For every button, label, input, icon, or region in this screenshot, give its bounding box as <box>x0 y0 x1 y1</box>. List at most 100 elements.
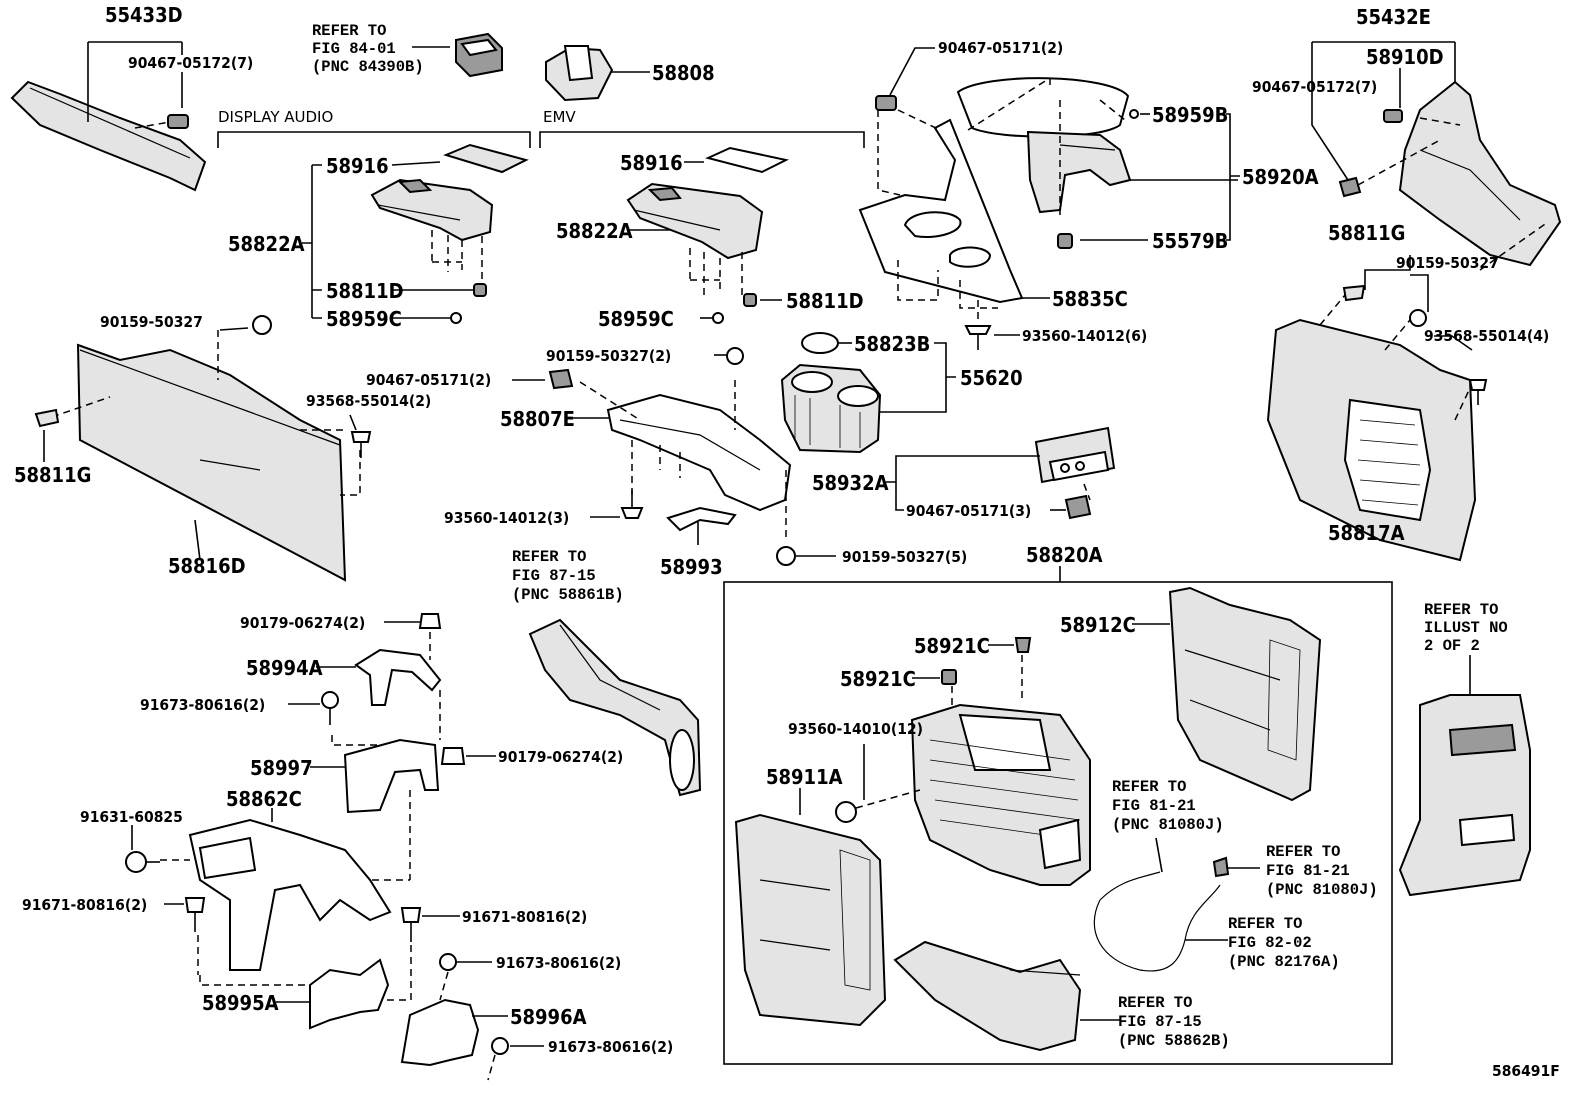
part-58920A-armrest <box>956 77 1240 241</box>
label-58835C: 58835C <box>1052 287 1128 311</box>
clip-90467-05171-mid <box>548 368 574 390</box>
part-55620-cupholder <box>780 342 956 454</box>
part-58817A-panel-right <box>1266 255 1477 562</box>
label-58808: 58808 <box>652 61 715 85</box>
ref-81-21b-line2: FIG 81-21 <box>1266 862 1350 880</box>
screw-90159-50327-right <box>1409 309 1427 327</box>
ref-82-02-line3: (PNC 82176A) <box>1228 953 1340 971</box>
ref-81-21a-line2: FIG 81-21 <box>1112 797 1196 815</box>
label-90467-05171-2-top: 90467-05171(2) <box>938 39 1063 57</box>
label-93560-14012-3: 93560-14012(3) <box>444 509 569 527</box>
label-58959C-emv: 58959C <box>598 307 674 331</box>
label-91671-80816-right: 91671-80816(2) <box>462 908 587 926</box>
wire-harness-81080J <box>1093 837 1260 972</box>
label-90179-06274-a: 90179-06274(2) <box>240 614 365 632</box>
ref-84-01-line2: FIG 84-01 <box>312 40 396 58</box>
label-93568-55014-2: 93568-55014(2) <box>306 392 431 410</box>
part-console-body <box>910 703 1091 886</box>
label-93560-14012-6: 93560-14012(6) <box>1022 327 1147 345</box>
part-58932A-switch-panel <box>886 426 1116 511</box>
label-58807E: 58807E <box>500 407 575 431</box>
ref-87-15a-line1: REFER TO <box>512 548 586 566</box>
label-90467-05172-right: 90467-05172(7) <box>1252 78 1377 96</box>
label-58822A-left: 58822A <box>228 232 305 256</box>
part-58916-pad-emv <box>684 146 789 174</box>
label-58820A: 58820A <box>1026 543 1103 567</box>
label-58811D-left: 58811D <box>326 279 404 303</box>
part-58822A-lid-emv <box>626 182 782 319</box>
label-93560-14010-12: 93560-14010(12) <box>788 720 923 738</box>
ref-87-15a-line3: (PNC 58861B) <box>512 586 624 604</box>
ref-82-02-line1: REFER TO <box>1228 915 1302 933</box>
ref-81-21a-line3: (PNC 81080J) <box>1112 816 1224 834</box>
label-91671-80816-left: 91671-80816(2) <box>22 896 147 914</box>
clip-58921C-b <box>912 669 957 710</box>
bolt-91671-80816-right <box>380 907 460 1001</box>
screw-93568-55014-2 <box>350 431 372 458</box>
part-58910D-panel <box>1357 80 1562 271</box>
caption-display-audio: DISPLAY AUDIO <box>218 108 333 126</box>
part-58993-plate <box>666 506 737 545</box>
label-58916-left: 58916 <box>326 154 389 178</box>
label-55579B: 55579B <box>1152 229 1228 253</box>
clip-58921C-a <box>988 637 1032 700</box>
clip-90467-05172-right <box>1338 109 1403 198</box>
part-58996A-bracket <box>400 998 508 1067</box>
clip-58959C-emv <box>712 312 724 324</box>
label-58862C: 58862C <box>226 787 302 811</box>
bolt-91673-80616-a <box>288 691 339 725</box>
label-58811D-emv: 58811D <box>786 289 864 313</box>
label-58959C-left: 58959C <box>326 307 402 331</box>
bolt-91673-80616-b <box>439 953 492 1001</box>
ref-87-15b-line2: FIG 87-15 <box>1118 1013 1202 1031</box>
label-58817A: 58817A <box>1328 521 1405 545</box>
label-58995A: 58995A <box>202 991 279 1015</box>
part-rear-console-illust2 <box>1398 655 1531 897</box>
screw-90159-50327-2 <box>714 347 744 365</box>
group-58820A-box <box>723 566 1393 1065</box>
ref-87-15b-line1: REFER TO <box>1118 994 1192 1012</box>
part-58816D-panel <box>43 327 361 582</box>
leader-58822A-left <box>302 164 478 319</box>
nut-90179-06274-a <box>418 613 442 629</box>
caption-emv: EMV <box>543 108 576 126</box>
label-90159-50327-2: 90159-50327(2) <box>546 347 671 365</box>
part-58912C-panel <box>1132 586 1322 802</box>
ref-84-01-line1: REFER TO <box>312 22 386 40</box>
label-55432E: 55432E <box>1356 5 1431 29</box>
label-58912C: 58912C <box>1060 613 1136 637</box>
label-91673-80616-a: 91673-80616(2) <box>140 696 265 714</box>
clip-58811G-right <box>1342 284 1366 302</box>
label-58811G-right: 58811G <box>1328 221 1405 245</box>
label-55433D: 55433D <box>105 3 183 27</box>
ref-illust-line1: REFER TO <box>1424 601 1498 619</box>
clip-58811D-left <box>473 283 487 297</box>
label-58916-emv: 58916 <box>620 151 683 175</box>
ref-81-21a-line1: REFER TO <box>1112 778 1186 796</box>
ref-81-21b-line1: REFER TO <box>1266 843 1340 861</box>
part-58862B-duct <box>893 940 1120 1052</box>
nut-90179-06274-b <box>440 747 466 765</box>
label-91673-80616-c: 91673-80616(2) <box>548 1038 673 1056</box>
label-90159-50327-right: 90159-50327 <box>1396 254 1499 272</box>
label-58920A: 58920A <box>1242 165 1319 189</box>
group-bracket-emv <box>539 131 865 148</box>
screw-90159-50327-5 <box>776 546 836 566</box>
screw-93560-14012-3 <box>590 490 644 519</box>
clip-55579B <box>1057 233 1073 249</box>
label-58822A-emv: 58822A <box>556 219 633 243</box>
label-58921C-b: 58921C <box>840 667 916 691</box>
leader-55432E <box>1311 41 1456 181</box>
bolt-91673-80616-c <box>487 1037 544 1081</box>
part-58995A-bracket <box>276 958 390 1030</box>
label-58811G-left: 58811G <box>14 463 91 487</box>
bolt-91631-60825 <box>125 825 160 873</box>
label-90467-05171-3: 90467-05171(3) <box>906 502 1031 520</box>
clip-58959B <box>1129 109 1139 119</box>
ref-87-15a-line2: FIG 87-15 <box>512 567 596 585</box>
label-58910D: 58910D <box>1366 45 1444 69</box>
part-duct-58861B <box>528 618 702 797</box>
label-90159-50327-left: 90159-50327 <box>100 313 203 331</box>
part-58835C-tray <box>858 118 1050 309</box>
label-58994A: 58994A <box>246 656 323 680</box>
